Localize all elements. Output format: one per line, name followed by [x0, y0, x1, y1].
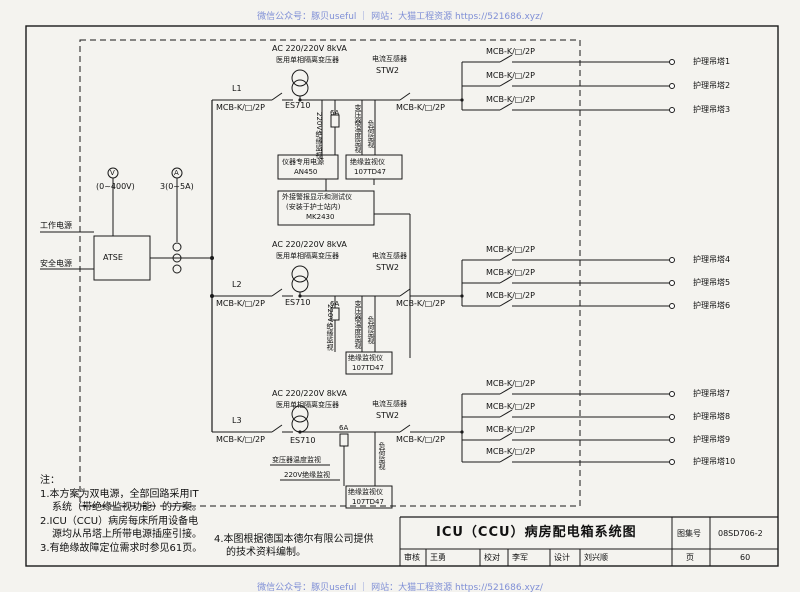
output-breaker-6: MCB-K/□/2P — [486, 291, 535, 300]
output-label-7: 护理吊塔7 — [693, 389, 731, 398]
output-breaker-2: MCB-K/□/2P — [486, 71, 535, 80]
line-label-l1: L1 — [232, 84, 242, 93]
ct-label-l3: 电流互感器 — [372, 400, 407, 408]
notes-heading: 注： — [40, 475, 60, 486]
vlabel-insulation-l1: 220V绝缘监视 — [315, 112, 323, 159]
reviewer-name: 王勇 — [430, 553, 446, 562]
sheet-border — [25, 25, 779, 567]
output-breaker-10: MCB-K/□/2P — [486, 447, 535, 456]
note-3: 3.有绝缘故障定位需求时参见61页。 — [40, 543, 203, 554]
watermark-bottom: 微信公众号：豚贝useful ｜ 网站：大猫工程资源 https://52168… — [257, 583, 543, 592]
out-breaker-l3: MCB-K/□/2P — [396, 435, 445, 444]
output-label-9: 护理吊塔9 — [693, 435, 731, 444]
enclosure-dashed — [79, 39, 581, 507]
an450-label: AN450 — [294, 168, 318, 176]
output-label-5: 护理吊塔5 — [693, 278, 731, 287]
es710-l2: ES710 — [285, 298, 311, 307]
ct-stw2-l1: STW2 — [376, 66, 399, 75]
insulation-monitor-device-l2: 绝缘监视仪 — [348, 354, 383, 362]
drawing-title: ICU（CCU）病房配电箱系统图 — [436, 525, 637, 540]
output-label-4: 护理吊塔4 — [693, 255, 731, 264]
vlabel-temp-l2: 变压器温度监视 — [354, 300, 362, 349]
transformer-rating-l1: AC 220/220V 8kVA — [272, 44, 347, 53]
output-breaker-3: MCB-K/□/2P — [486, 95, 535, 104]
fuse-l3: 6A — [339, 424, 349, 432]
alarm-line2: (安装于护士站内) — [286, 203, 341, 211]
vlabel-load-l1: 负荷监视 — [367, 120, 375, 148]
output-label-8: 护理吊塔8 — [693, 412, 731, 421]
safety-power-label: 安全电源 — [40, 259, 72, 268]
ammeter-symbol: A — [174, 169, 179, 177]
alarm-line1: 外接警报显示和测试仪 — [282, 193, 352, 201]
vlabel-insulation-l2: 220V绝缘监视 — [326, 304, 334, 351]
line-label-l3: L3 — [232, 416, 242, 425]
output-label-2: 护理吊塔2 — [693, 81, 731, 90]
es710-l1: ES710 — [285, 101, 311, 110]
page-label: 页 — [686, 553, 694, 562]
transformer-rating-l2: AC 220/220V 8kVA — [272, 240, 347, 249]
output-breaker-7: MCB-K/□/2P — [486, 379, 535, 388]
line-label-l2: L2 — [232, 280, 242, 289]
mk2430-label: MK2430 — [306, 213, 335, 221]
fuse-l1: 6A — [330, 109, 340, 117]
fuse-l2: 6A — [330, 300, 340, 308]
out-breaker-l1: MCB-K/□/2P — [396, 103, 445, 112]
out-breaker-l2: MCB-K/□/2P — [396, 299, 445, 308]
td-l1: 107TD47 — [354, 168, 386, 176]
note-4a: 4.本图根据德国本德尔有限公司提供 — [214, 534, 374, 545]
output-breaker-8: MCB-K/□/2P — [486, 402, 535, 411]
transformer-rating-l3: AC 220/220V 8kVA — [272, 389, 347, 398]
temp-monitor-l3: 变压器温度监视 — [272, 456, 321, 464]
note-4b: 的技术资料编制。 — [226, 547, 306, 558]
vlabel-load-l3: 负荷监视 — [378, 442, 386, 470]
designer-name: 刘兴顺 — [584, 553, 608, 562]
transformer-type-l3: 医用单相隔离变压器 — [276, 401, 339, 409]
td-l2: 107TD47 — [352, 364, 384, 372]
ct-stw2-l3: STW2 — [376, 411, 399, 420]
output-label-6: 护理吊塔6 — [693, 301, 731, 310]
branch-breaker-l3: MCB-K/□/2P — [216, 435, 265, 444]
output-label-1: 护理吊塔1 — [693, 57, 731, 66]
es710-l3: ES710 — [290, 436, 316, 445]
work-power-label: 工作电源 — [40, 221, 72, 230]
atse-label: ATSE — [103, 253, 123, 262]
check-label: 校对 — [484, 553, 500, 562]
page-number: 60 — [740, 553, 751, 562]
ct-stw2-l2: STW2 — [376, 263, 399, 272]
insulation-220-l3: 220V绝缘监视 — [284, 471, 331, 479]
vlabel-load-l2: 负荷监视 — [367, 316, 375, 344]
note-2b: 源均从吊塔上所带电源插座引接。 — [52, 529, 202, 540]
transformer-type-l2: 医用单相隔离变压器 — [276, 252, 339, 260]
note-1b: 系统（带绝缘监视功能）的方案。 — [52, 502, 202, 513]
output-label-10: 护理吊塔10 — [693, 457, 736, 466]
ct-label-l2: 电流互感器 — [372, 252, 407, 260]
insulation-monitor-device-l1: 绝缘监视仪 — [350, 158, 385, 166]
atlas-number: 08SD706-2 — [718, 529, 763, 538]
output-breaker-9: MCB-K/□/2P — [486, 425, 535, 434]
checker-name: 李军 — [512, 553, 528, 562]
output-breaker-5: MCB-K/□/2P — [486, 268, 535, 277]
note-2a: 2.ICU（CCU）病房每床所用设备电 — [40, 516, 199, 527]
instrument-power-label: 仪器专用电源 — [282, 158, 324, 166]
output-breaker-4: MCB-K/□/2P — [486, 245, 535, 254]
transformer-type-l1: 医用单相隔离变压器 — [276, 56, 339, 64]
review-label: 审核 — [404, 553, 420, 562]
watermark-top: 微信公众号：豚贝useful ｜ 网站：大猫工程资源 https://52168… — [257, 12, 543, 22]
ammeter-range: 3(0~5A) — [160, 182, 194, 191]
output-breaker-1: MCB-K/□/2P — [486, 47, 535, 56]
ct-label-l1: 电流互感器 — [372, 55, 407, 63]
note-1a: 1.本方案为双电源，全部回路采用IT — [40, 489, 199, 500]
td-l3: 107TD47 — [352, 498, 384, 506]
vlabel-temp-l1: 变压器温度监视 — [354, 104, 362, 153]
voltmeter-range: (0~400V) — [96, 182, 135, 191]
branch-breaker-l1: MCB-K/□/2P — [216, 103, 265, 112]
output-label-3: 护理吊塔3 — [693, 105, 731, 114]
insulation-monitor-device-l3: 绝缘监视仪 — [348, 488, 383, 496]
atlas-label: 图集号 — [677, 529, 701, 538]
voltmeter-symbol: V — [110, 169, 115, 177]
design-label: 设计 — [554, 553, 570, 562]
branch-breaker-l2: MCB-K/□/2P — [216, 299, 265, 308]
